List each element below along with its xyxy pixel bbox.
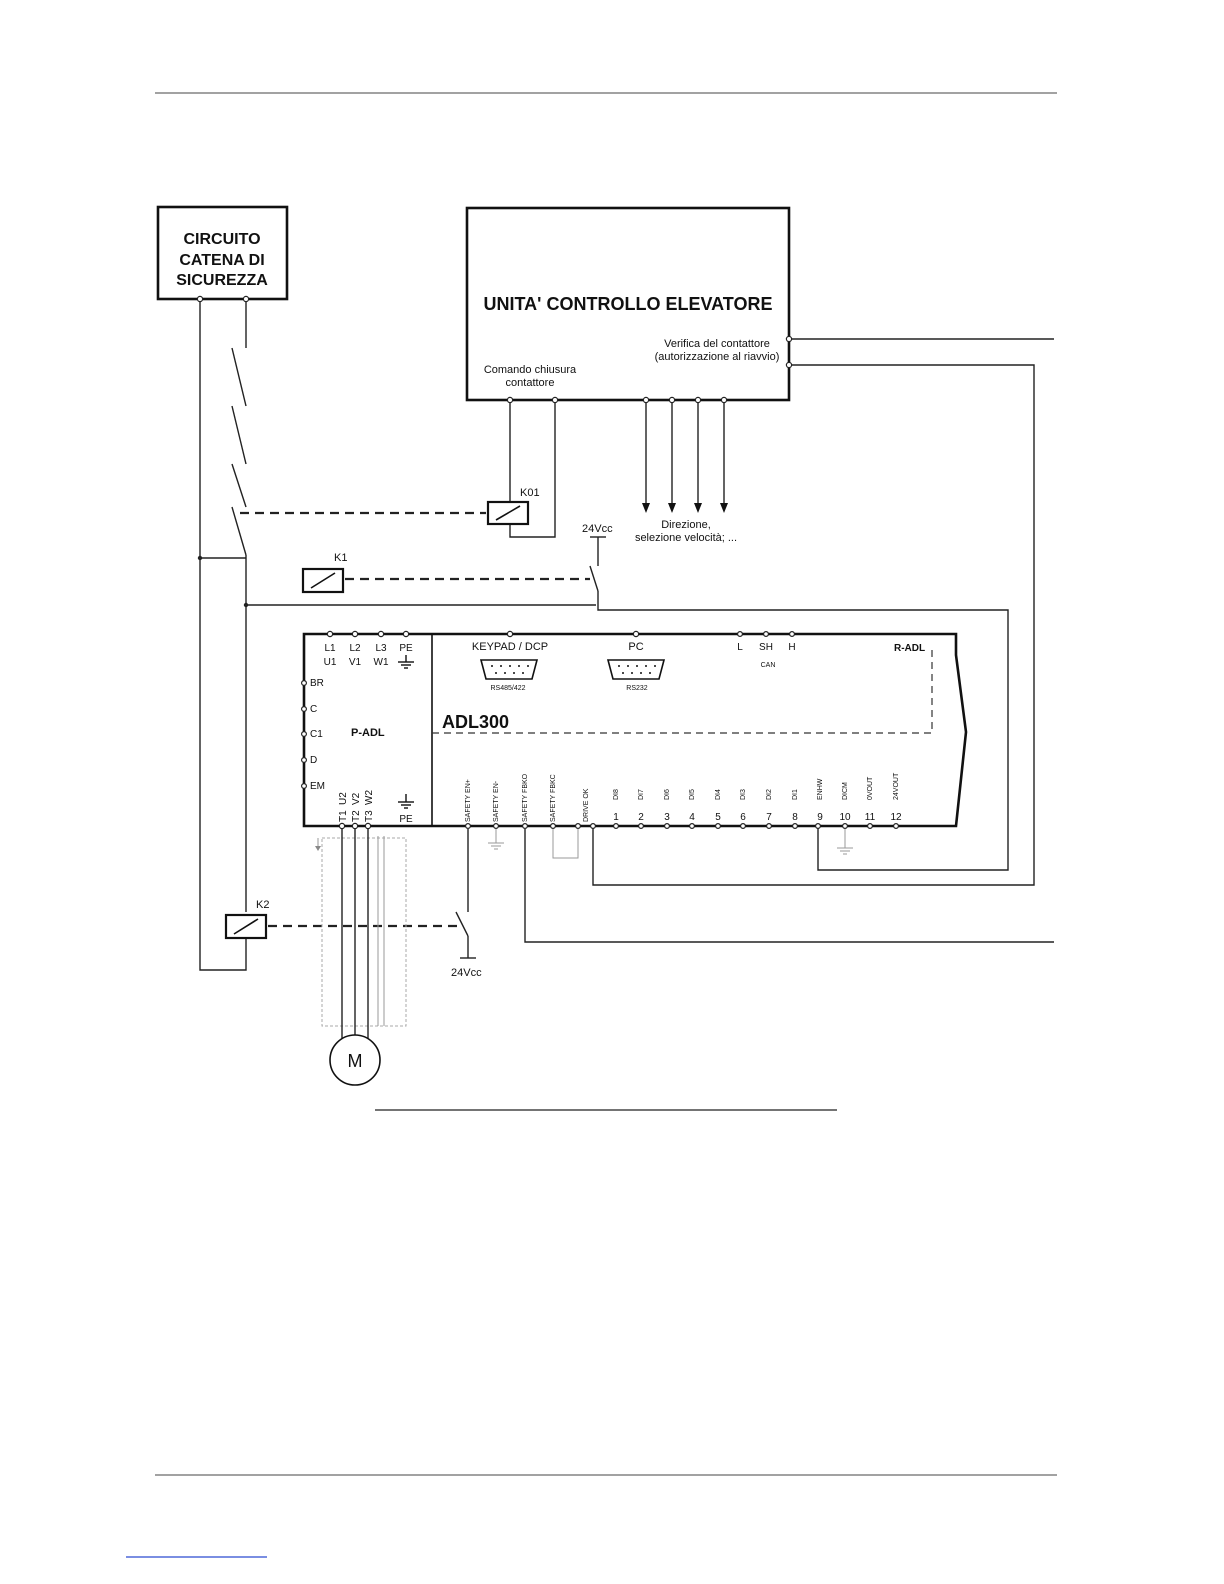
sig-safety-en-minus: SAFETY EN- — [493, 780, 500, 822]
sig-safety-fbko: SAFETY FBKO — [522, 773, 529, 822]
term-l2: L2 — [349, 643, 361, 654]
safety-chain-wiring — [197, 302, 596, 971]
sig-di7: DI7 — [638, 789, 645, 800]
supply-bottom-label: 24Vcc — [451, 967, 482, 979]
safety-box-line2: CATENA DI — [179, 252, 264, 269]
sig-di8: DI8 — [613, 789, 620, 800]
sig-safety-en-plus: SAFETY EN+ — [465, 779, 472, 822]
k1-label: K1 — [334, 552, 347, 564]
num-7: 7 — [766, 812, 772, 823]
sig-drive-ok: DRIVE OK — [583, 788, 590, 822]
num-12: 12 — [890, 812, 902, 823]
can-l: L — [737, 642, 743, 653]
sig-di1: DI1 — [792, 789, 799, 800]
term-em: EM — [310, 781, 325, 792]
control-unit-box: UNITA' CONTROLLO ELEVATORE Comando chius… — [465, 206, 793, 404]
verify-line-loop — [592, 364, 1035, 886]
relay-k1: K1 — [301, 552, 347, 594]
num-11: 11 — [865, 812, 876, 823]
direction-label-line1: Direzione, — [661, 519, 711, 531]
term-v2: V2 — [351, 792, 362, 805]
can-h: H — [788, 642, 795, 653]
k01-label: K01 — [520, 487, 540, 499]
term-br: BR — [310, 678, 324, 689]
pc-sub: RS232 — [626, 685, 648, 692]
drive-name: ADL300 — [442, 712, 509, 732]
motor-wiring — [315, 829, 407, 1042]
num-4: 4 — [689, 812, 695, 823]
num-10: 10 — [839, 812, 851, 823]
sig-safety-fbkc: SAFETY FBKC — [550, 774, 557, 822]
keypad-label: KEYPAD / DCP — [472, 641, 548, 653]
drive-adl300: ADL300 P-ADL R-ADL L1 L2 L3 PE U1 V1 W1 … — [301, 630, 968, 830]
direction-label-line2: selezione velocità; ... — [635, 532, 737, 544]
supply-top-label: 24Vcc — [582, 523, 613, 535]
num-9: 9 — [817, 812, 823, 823]
drive-bottom-wiring: 24Vcc — [451, 829, 1054, 979]
term-w2: W2 — [364, 790, 375, 805]
regulation-section-label: R-ADL — [894, 643, 925, 654]
term-c1: C1 — [310, 729, 323, 740]
num-1: 1 — [613, 812, 619, 823]
num-3: 3 — [664, 812, 670, 823]
control-unit-title: UNITA' CONTROLLO ELEVATORE — [484, 294, 773, 314]
direction-arrows: Direzione, selezione velocità; ... — [635, 403, 737, 544]
sig-di3: DI3 — [740, 789, 747, 800]
ground-icon — [398, 655, 414, 669]
bottom-terminal-dots — [465, 822, 899, 829]
pc-label: PC — [628, 641, 643, 653]
num-2: 2 — [638, 812, 644, 823]
relay-k01: K01 — [486, 403, 556, 538]
term-u1: U1 — [324, 657, 337, 668]
term-t2: T2 — [351, 810, 362, 822]
safety-box-line3: SICUREZZA — [176, 272, 268, 289]
sig-di6: DI6 — [664, 789, 671, 800]
num-8: 8 — [792, 812, 798, 823]
relay-k2: K2 — [224, 899, 269, 940]
can-label: CAN — [761, 662, 776, 669]
term-pe-top: PE — [399, 643, 413, 654]
can-sh: SH — [759, 642, 773, 653]
sig-di5: DI5 — [689, 789, 696, 800]
term-u2: U2 — [338, 792, 349, 805]
verify-label-line2: (autorizzazione al riavvio) — [655, 351, 780, 363]
supply-top: 24Vcc — [582, 523, 1009, 871]
keypad-sub: RS485/422 — [490, 685, 525, 692]
motor-label: M — [348, 1051, 363, 1071]
k2-label: K2 — [256, 899, 269, 911]
safety-box-line1: CIRCUITO — [183, 231, 260, 248]
term-w1: W1 — [374, 657, 389, 668]
db9-connector-pc-icon — [606, 659, 666, 680]
term-l1: L1 — [324, 643, 336, 654]
safety-chain-box: CIRCUITO CATENA DI SICUREZZA — [156, 205, 289, 303]
sig-0vout: 0VOUT — [867, 776, 874, 800]
term-c: C — [310, 704, 317, 715]
sig-enhw: ENHW — [817, 778, 824, 800]
term-l3: L3 — [375, 643, 387, 654]
cmd-label-line1: Comando chiusura — [484, 364, 577, 376]
term-d: D — [310, 755, 317, 766]
sig-di2: DI2 — [766, 789, 773, 800]
sig-24vout: 24VOUT — [893, 772, 900, 800]
term-pe-bottom: PE — [399, 814, 413, 825]
term-t3: T3 — [364, 810, 375, 822]
sig-di4: DI4 — [715, 789, 722, 800]
power-section-label: P-ADL — [351, 727, 385, 739]
sig-dicm: DICM — [842, 782, 849, 800]
num-5: 5 — [715, 812, 721, 823]
cmd-label-line2: contattore — [506, 377, 555, 389]
db9-connector-icon — [479, 659, 539, 680]
motor: M — [329, 1034, 381, 1086]
ground-icon-bottom — [398, 794, 414, 809]
term-v1: V1 — [349, 657, 362, 668]
num-6: 6 — [740, 812, 746, 823]
verify-label-line1: Verifica del contattore — [664, 338, 770, 350]
term-t1: T1 — [338, 810, 349, 822]
